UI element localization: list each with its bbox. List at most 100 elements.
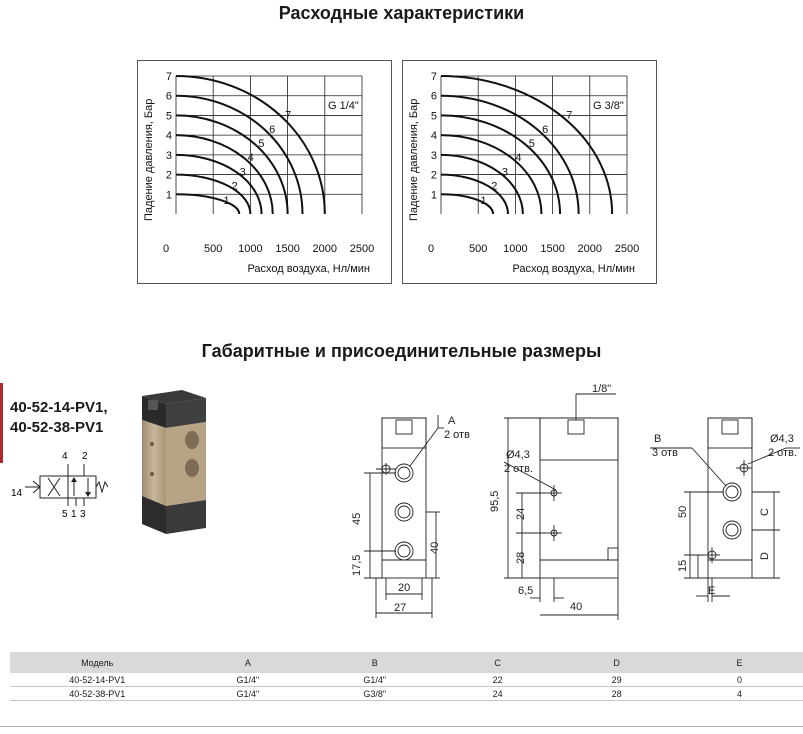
port-4-label: 4	[62, 451, 68, 462]
dim-a-count: 2 отв	[444, 429, 470, 441]
x-tick-label: 2000	[578, 243, 602, 255]
x-tick-label: 1500	[275, 243, 299, 255]
footer-rule	[0, 726, 803, 727]
y-tick-label: 1	[431, 189, 437, 201]
series-4-curve	[440, 134, 543, 215]
dim-c-label: C	[759, 508, 771, 516]
table-header-row: Модель A B C D E	[10, 652, 803, 673]
col-header-c: C	[438, 652, 558, 673]
dim-17-5: 17,5	[351, 555, 363, 576]
dim-50: 50	[677, 506, 689, 518]
series-7-label: 7	[285, 110, 291, 122]
y-tick-label: 7	[431, 71, 437, 83]
x-tick-label: 2000	[313, 243, 337, 255]
series-6-label: 6	[269, 124, 275, 136]
dim-40-v: 40	[429, 542, 441, 554]
cell-a: G1/4"	[184, 673, 312, 687]
cell-model: 40-52-14-PV1	[10, 673, 185, 687]
dims-title: Габаритные и присоединительные размеры	[201, 341, 602, 361]
dim-95-5: 95,5	[489, 491, 501, 512]
cell-b: G1/4"	[311, 673, 439, 687]
cell-d: 29	[557, 673, 677, 687]
flow-title: Расходные характеристики	[278, 3, 525, 23]
x-axis-label: Расход воздуха, Нл/мин	[512, 263, 635, 275]
series-2-curve	[440, 173, 509, 215]
y-tick-label: 1	[166, 189, 172, 201]
cell-d: 28	[557, 686, 677, 701]
dim-a-label: A	[448, 415, 456, 427]
series-2-label: 2	[232, 181, 238, 193]
series-3-label: 3	[502, 166, 508, 178]
dim-d-label: D	[759, 552, 771, 560]
x-tick-label: 2500	[350, 243, 374, 255]
cell-b: G3/8"	[311, 686, 439, 701]
col-header-b: B	[311, 652, 439, 673]
series-3-label: 3	[240, 166, 246, 178]
series-1-label: 1	[224, 195, 230, 207]
series-6-curve	[440, 94, 580, 215]
series-3-curve	[440, 153, 524, 215]
series-4-label: 4	[515, 152, 521, 164]
x-tick-label: 500	[204, 243, 222, 255]
port-3-label: 3	[80, 509, 86, 520]
cell-e: 4	[676, 686, 803, 701]
y-tick-label: 6	[431, 91, 437, 103]
y-tick-label: 6	[166, 91, 172, 103]
series-7-curve	[175, 75, 326, 215]
y-tick-label: 3	[431, 150, 437, 162]
cell-model: 40-52-38-PV1	[10, 686, 185, 701]
product-image	[142, 390, 206, 534]
side-marker	[0, 383, 3, 463]
series-4-label: 4	[248, 152, 254, 164]
dim-hole-d: Ø4,3	[506, 449, 530, 461]
dim-hole-count-2: 2 отв.	[768, 447, 797, 459]
spec-table: Модель A B C D E 40-52-14-PV1 G1/4" G1/4…	[10, 652, 803, 701]
col-header-e: E	[676, 652, 803, 673]
x-tick-label: 1000	[238, 243, 262, 255]
model-name-1: 40-52-14-PV1,	[10, 399, 108, 416]
cell-e: 0	[676, 673, 803, 687]
series-6-curve	[175, 94, 304, 215]
col-header-a: A	[184, 652, 312, 673]
dim-b-count: 3 отв	[652, 447, 678, 459]
series-1-curve	[175, 193, 241, 215]
chart-size-label: G 1/4"	[328, 100, 359, 112]
y-tick-label: 7	[166, 71, 172, 83]
x-tick-label: 0	[163, 243, 169, 255]
dim-24: 24	[515, 508, 527, 520]
front-view-body	[381, 417, 427, 579]
side-view-body	[539, 417, 619, 579]
series-5-label: 5	[258, 138, 264, 150]
cell-c: 22	[438, 673, 558, 687]
y-tick-label: 5	[431, 110, 437, 122]
valve-symbol: 4 2 14 5 1 3	[11, 451, 108, 520]
series-5-curve	[175, 114, 289, 215]
port-1-label: 1	[71, 509, 77, 520]
chart-size-label: G 3/8"	[593, 100, 624, 112]
port-5-label: 5	[62, 509, 68, 520]
port-2-label: 2	[82, 451, 88, 462]
dim-hole-d-2: Ø4,3	[770, 433, 794, 445]
series-3-curve	[175, 153, 263, 215]
dim-20: 20	[398, 582, 410, 594]
table-row: 40-52-38-PV1 G1/4" G3/8" 24 28 4	[10, 686, 803, 701]
dim-e-label: E	[708, 585, 715, 597]
x-tick-label: 0	[428, 243, 434, 255]
dim-6-5: 6,5	[518, 585, 533, 597]
y-axis-label: Падение давления, Бар	[408, 99, 420, 221]
series-1-label: 1	[480, 195, 486, 207]
series-2-label: 2	[491, 181, 497, 193]
dim-45: 45	[351, 513, 363, 525]
model-names: 40-52-14-PV1, 40-52-38-PV1	[10, 398, 108, 438]
series-2-curve	[175, 173, 252, 215]
port-14-label: 14	[11, 488, 23, 499]
dim-40-h: 40	[570, 601, 582, 613]
cell-a: G1/4"	[184, 686, 312, 701]
series-6-label: 6	[542, 124, 548, 136]
x-tick-label: 1000	[503, 243, 527, 255]
dim-15: 15	[677, 560, 689, 572]
